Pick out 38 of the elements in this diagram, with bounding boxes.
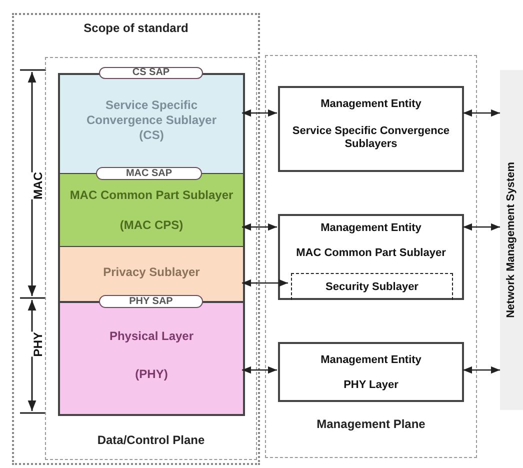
- label-text: Service Specific Convergence Sublayer (CS): [85, 98, 218, 142]
- label-text: Physical Layer: [109, 328, 194, 345]
- label-text: (PHY): [135, 366, 168, 383]
- system-band: [500, 70, 523, 410]
- label-text: Scope of standard: [84, 20, 188, 37]
- label-text: Privacy Sublayer: [103, 264, 200, 281]
- plane-boundary: [45, 57, 257, 460]
- arrow: [242, 223, 277, 231]
- entity-box: [278, 342, 464, 402]
- arrow: [242, 279, 288, 287]
- label-text: PHY SAP: [129, 296, 173, 306]
- label-text: PHY Layer: [344, 378, 398, 392]
- sublayer-box: [291, 273, 453, 300]
- label-text: Management Plane: [316, 416, 426, 433]
- scope-boundary: [12, 13, 260, 465]
- arrow: [242, 109, 277, 117]
- label-text: Data/Control Plane: [97, 432, 205, 449]
- entity-box: [278, 86, 464, 172]
- label-text: Management Entity: [320, 221, 422, 236]
- sap-pill: [99, 295, 203, 308]
- label-text: MAC SAP: [126, 168, 172, 178]
- label-text: (MAC CPS): [120, 217, 184, 234]
- label-text: Network Management System: [504, 162, 518, 318]
- arrow: [242, 366, 277, 374]
- label-text: Security Sublayer: [326, 280, 418, 295]
- label-text: MAC Common Part Sublayer: [70, 187, 234, 204]
- label-text: Service Specific Convergence Sublayers: [291, 124, 451, 152]
- label-text: Management Entity: [320, 353, 422, 368]
- plane-boundary: [265, 55, 477, 458]
- sap-pill: [99, 67, 203, 79]
- arrow: [463, 109, 500, 117]
- label-text: MAC Common Part Sublayer: [296, 246, 446, 260]
- arrow: [463, 366, 500, 374]
- sap-pill: [96, 167, 202, 180]
- label-text: Management Entity: [320, 97, 422, 112]
- entity-box: [278, 214, 464, 300]
- arrow: [463, 223, 500, 231]
- label-text: CS SAP: [132, 68, 170, 78]
